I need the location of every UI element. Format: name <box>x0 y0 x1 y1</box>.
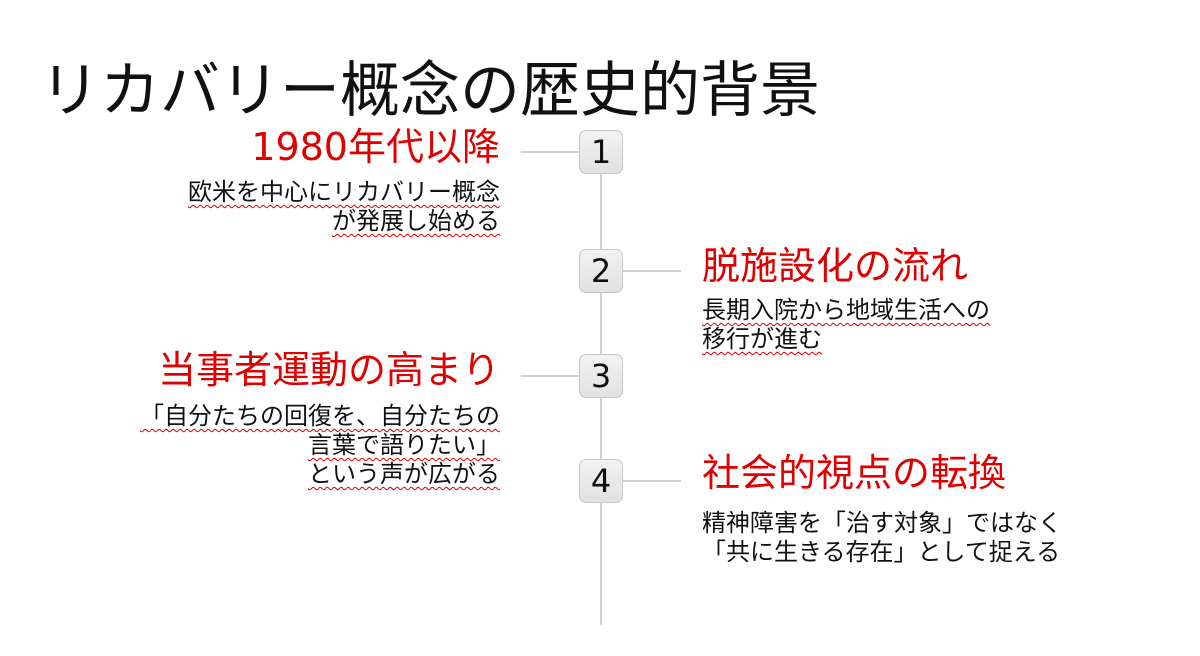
item-description-1: 欧米を中心にリカバリー概念 が発展し始める <box>188 178 500 236</box>
description-line-1-2: が発展し始める <box>332 207 500 235</box>
item-heading-3: 当事者運動の高まり <box>157 348 500 392</box>
slide-title: リカバリー概念の歴史的背景 <box>40 56 820 127</box>
item-heading-4: 社会的視点の転換 <box>702 451 1007 495</box>
description-line-2-1: 長期入院から地域生活への <box>702 296 990 324</box>
description-line-2-2: 移行が進む <box>702 325 822 353</box>
connector-1 <box>521 151 579 153</box>
description-line-3-3: という声が広がる <box>308 460 500 488</box>
connector-4 <box>623 480 681 482</box>
item-heading-1: 1980年代以降 <box>251 125 500 169</box>
description-line-3-1: 「自分たちの回復を、自分たちの <box>140 402 500 430</box>
step-badge-1: 1 <box>579 130 623 174</box>
step-badge-2: 2 <box>579 249 623 293</box>
description-line-4-1: 精神障害を「治す対象」ではなく <box>702 509 1062 537</box>
item-description-4: 精神障害を「治す対象」ではなく 「共に生きる存在」として捉える <box>702 509 1062 567</box>
item-heading-2: 脱施設化の流れ <box>702 244 969 288</box>
connector-2 <box>623 270 681 272</box>
description-line-4-2: 「共に生きる存在」として捉える <box>702 538 1061 566</box>
step-badge-3: 3 <box>579 354 623 398</box>
item-description-3: 「自分たちの回復を、自分たちの 言葉で語りたい」 という声が広がる <box>140 402 500 489</box>
description-line-1-1: 欧米を中心にリカバリー概念 <box>188 178 500 206</box>
item-description-2: 長期入院から地域生活への 移行が進む <box>702 296 990 354</box>
step-badge-4: 4 <box>579 459 623 503</box>
connector-3 <box>521 375 579 377</box>
description-line-3-2: 言葉で語りたい」 <box>308 431 500 459</box>
